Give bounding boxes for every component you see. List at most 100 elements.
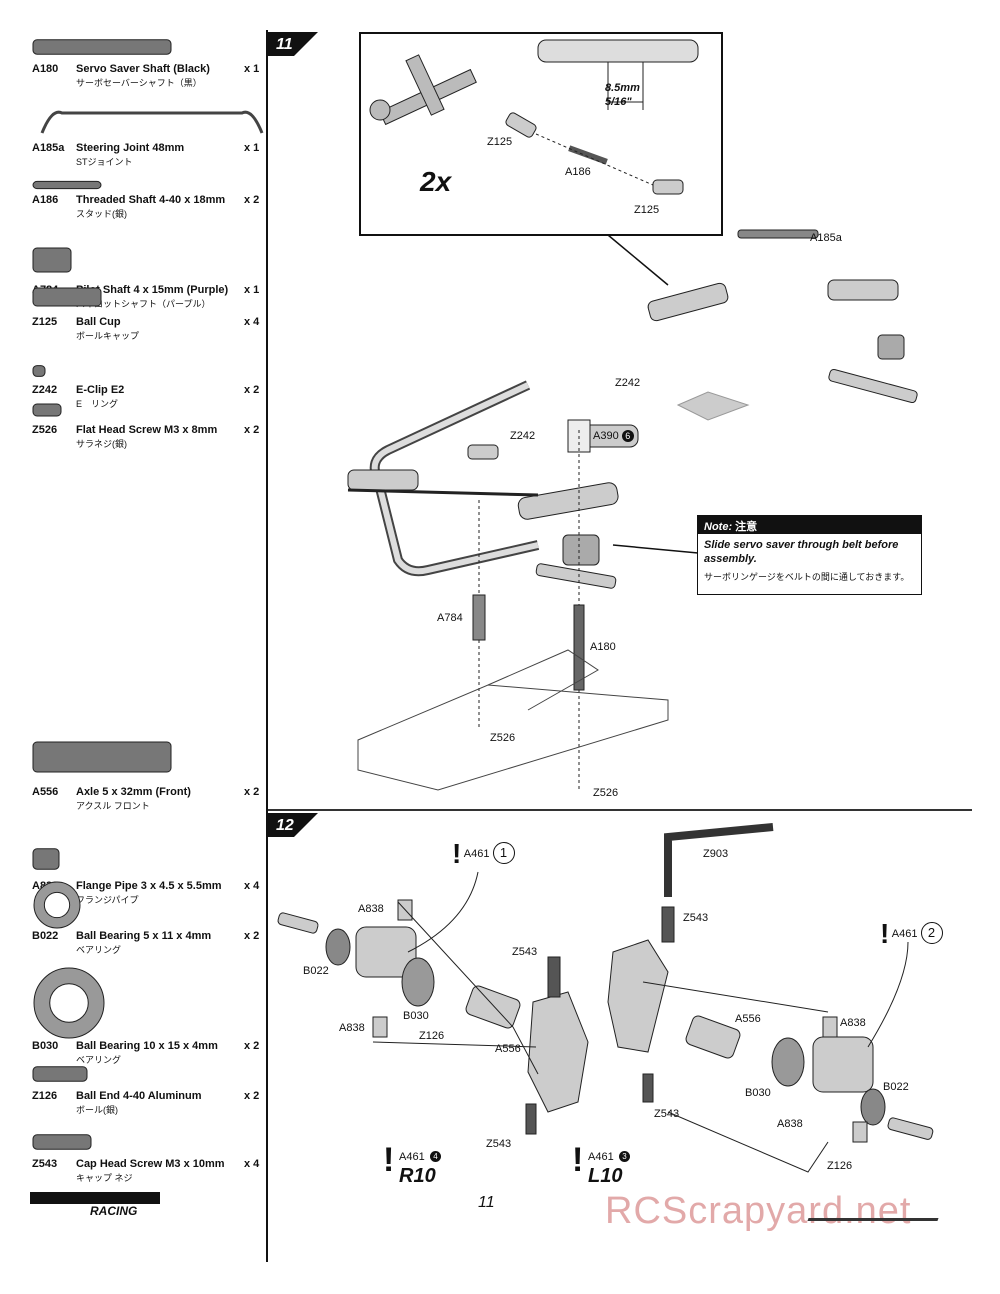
part-name-jp: E リング: [76, 399, 119, 409]
note-header: Note: 注意: [698, 516, 921, 534]
label-z543-d: Z543: [654, 1108, 680, 1120]
part-qty: x 1: [244, 63, 260, 75]
flat-screw-icon: [32, 400, 62, 425]
sidebar-divider: [266, 30, 268, 1262]
count-2x: 2x: [420, 166, 452, 197]
part-name: Cap Head Screw M3 x 10mm: [76, 1158, 225, 1170]
label-a556-b: A556: [735, 1013, 761, 1025]
a461-circle-2: 2: [920, 921, 943, 944]
label-z242-a: Z242: [615, 377, 641, 389]
part-name-jp: パイロットシャフト（パープル）: [76, 299, 211, 309]
part-name-jp: ベアリング: [76, 1055, 122, 1065]
part-code: Z543: [32, 1158, 58, 1170]
part-code: A556: [32, 786, 59, 798]
step-12-number: 12: [268, 813, 318, 837]
part-qty: x 2: [244, 424, 260, 436]
ball-end-icon: [32, 1062, 88, 1091]
note-box: Note: 注意 Slide servo saver through belt …: [697, 515, 922, 595]
part-qty: x 2: [244, 1090, 260, 1102]
label-a838-d: A838: [777, 1118, 803, 1130]
label-z126-a: Z126: [419, 1030, 445, 1042]
e-clip-icon: [32, 362, 46, 385]
part-code: Z242: [32, 384, 58, 396]
part-qty: x 1: [244, 284, 260, 296]
label-z526-b: Z526: [593, 787, 619, 799]
label-z242-b: Z242: [510, 430, 536, 442]
part-name-jp: スタッド(銀): [76, 209, 127, 219]
hpi-racing-logo: RACING: [30, 1192, 160, 1226]
label-a838-a: A838: [358, 903, 384, 915]
pilot-shaft-icon: [32, 240, 72, 285]
part-qty: x 4: [244, 316, 260, 328]
part-name: Ball Bearing 5 x 11 x 4mm: [76, 930, 212, 942]
part-name-jp: ボールキャップ: [76, 331, 140, 341]
cap-screw-icon: [32, 1130, 92, 1159]
label-a185a: A185a: [810, 232, 842, 244]
part-code: A185a: [32, 142, 65, 154]
part-name: Flange Pipe 3 x 4.5 x 5.5mm: [76, 880, 222, 892]
label-b030-a: B030: [403, 1010, 429, 1022]
part-name: Pilot Shaft 4 x 15mm (Purple): [76, 284, 229, 296]
flange-pipe-icon: [32, 842, 60, 881]
bearing-small-icon: [32, 880, 82, 935]
part-name-jp: アクスル フロント: [76, 801, 150, 811]
part-code: B022: [32, 930, 59, 942]
label-z526-a: Z526: [490, 732, 516, 744]
page-number: 11: [478, 1194, 495, 1211]
label-z126-b: Z126: [827, 1160, 853, 1172]
part-qty: x 2: [244, 194, 260, 206]
part-qty: x 2: [244, 786, 260, 798]
label-z543-b: Z543: [486, 1138, 512, 1150]
part-name: Ball Cup: [76, 316, 121, 328]
part-qty: x 4: [244, 1158, 260, 1170]
label-b022-b: B022: [883, 1081, 909, 1093]
part-name-jp: フランジパイプ: [76, 895, 139, 905]
part-code: B030: [32, 1040, 59, 1052]
callout-a461-2: ! A461 2: [880, 918, 943, 950]
step-12-illustration: [277, 823, 934, 1173]
part-name: Steering Joint 48mm: [76, 142, 185, 154]
part-code: Z126: [32, 1090, 58, 1102]
part-name-jp: キャップ ネジ: [76, 1173, 133, 1183]
part-code: A180: [32, 63, 59, 75]
label-a838-c: A838: [840, 1017, 866, 1029]
ball-cup-icon: [32, 282, 102, 317]
threaded-shaft-icon: [32, 178, 102, 196]
part-name: E-Clip E2: [76, 384, 125, 396]
note-body: Slide servo saver through belt before as…: [704, 539, 899, 565]
callout-a461-1: ! A461 1: [452, 838, 515, 870]
part-qty: x 2: [244, 384, 260, 396]
shaft-icon: [32, 35, 172, 64]
dim-inch: 5/16": [605, 96, 632, 108]
step-11-illustration: [347, 32, 918, 791]
part-name-jp: サラネジ(銀): [76, 439, 127, 449]
sprint-logo: [807, 1196, 947, 1221]
part-qty: x 4: [244, 880, 260, 892]
watermark: RCScrapyard.net: [605, 1190, 912, 1232]
label-z125-a: Z125: [487, 136, 513, 148]
part-name: Flat Head Screw M3 x 8mm: [76, 424, 218, 436]
label-z125-b: Z125: [634, 204, 660, 216]
label-a556-a: A556: [495, 1043, 521, 1055]
label-z543-a: Z543: [512, 946, 538, 958]
dim-mm: 8.5mm: [605, 82, 640, 94]
part-name-jp: ベアリング: [76, 945, 122, 955]
note-body-jp: サーボリンゲージをベルトの間に通しておきます。: [704, 572, 910, 582]
part-code: Z125: [32, 316, 58, 328]
part-name-jp: ボール(銀): [76, 1105, 118, 1115]
label-z543-c: Z543: [683, 912, 709, 924]
part-qty: x 2: [244, 1040, 260, 1052]
part-qty: x 1: [244, 142, 260, 154]
a461-circle-1: 1: [492, 841, 515, 864]
step-divider: [268, 809, 972, 811]
label-b022-a: B022: [303, 965, 329, 977]
part-name: Threaded Shaft 4-40 x 18mm: [76, 194, 226, 206]
part-name: Ball Bearing 10 x 15 x 4mm: [76, 1040, 218, 1052]
steering-joint-icon: [32, 108, 267, 143]
part-name-jp: サーボセーバーシャフト（黒）: [76, 78, 202, 88]
label-a390: A390 6: [593, 430, 634, 442]
label-a784: A784: [437, 612, 463, 624]
label-b030-b: B030: [745, 1087, 771, 1099]
part-name: Axle 5 x 32mm (Front): [76, 786, 191, 798]
label-a180: A180: [590, 641, 616, 653]
